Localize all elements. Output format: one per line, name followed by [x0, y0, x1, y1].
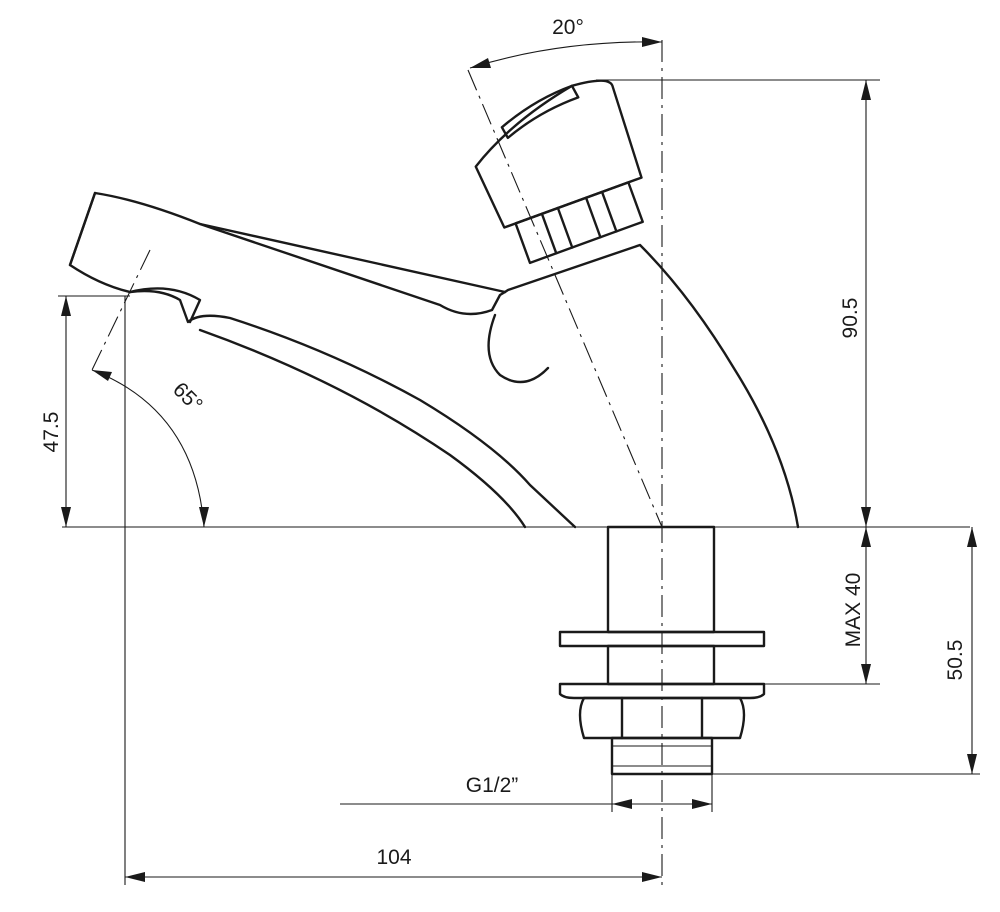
spout-top-edge: [198, 222, 507, 294]
button-cap: [474, 79, 643, 229]
spout-underside: [128, 289, 577, 529]
dimension-max-thickness: MAX 40: [842, 527, 871, 684]
spout-outline: [68, 191, 507, 316]
body-rear-curve: [503, 243, 800, 529]
spout-axis-centerline: [91, 249, 151, 371]
dimension-shank-length: 50.5: [944, 527, 977, 774]
dim-label-spout-height: 47.5: [40, 412, 63, 453]
spout-outlet: [128, 287, 202, 324]
dimension-spout-height: 47.5: [40, 296, 71, 527]
dimension-top-angle: 20°: [469, 16, 663, 69]
body-inner-curve: [487, 313, 550, 384]
shank-tube-lower: [606, 644, 716, 686]
dim-label-max-thickness: MAX 40: [842, 573, 865, 648]
tap-body: [68, 191, 800, 529]
dimension-thread: G1/2”: [340, 774, 712, 809]
dim-label-shank-length: 50.5: [944, 640, 967, 681]
dim-label-projection: 104: [376, 846, 411, 869]
body-front-curve: [198, 328, 527, 529]
button-axis-centerline: [467, 69, 663, 528]
hex-nut: [578, 696, 746, 740]
button-cap-top: [500, 84, 580, 140]
dim-label-spout-angle: 65°: [168, 378, 207, 417]
flange: [558, 682, 766, 700]
dim-label-top-angle: 20°: [552, 16, 584, 39]
shank: [558, 525, 766, 776]
dim-label-overall-height: 90.5: [839, 298, 862, 339]
spout-top-face: [68, 191, 132, 294]
push-button: [474, 79, 644, 265]
dimension-overall-height: 90.5: [839, 80, 871, 527]
dimension-projection: 104: [125, 846, 662, 882]
dimension-spout-angle: 65°: [91, 369, 209, 528]
dim-label-thread: G1/2”: [466, 774, 519, 797]
shank-tube: [606, 525, 716, 634]
